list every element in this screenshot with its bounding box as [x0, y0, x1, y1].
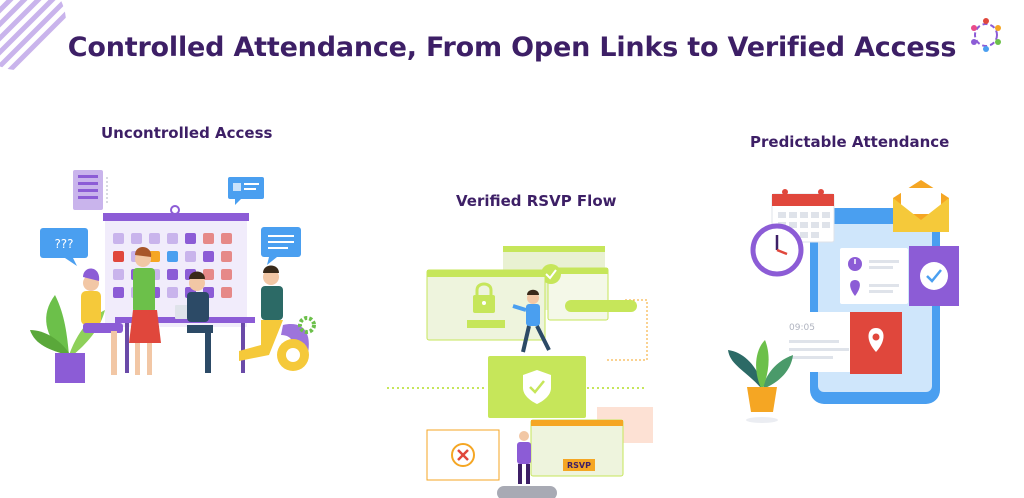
- person-figure: [129, 246, 161, 375]
- lock-icon: [473, 282, 495, 313]
- section-label-uncontrolled: Uncontrolled Access: [101, 124, 273, 142]
- person-figure: [512, 289, 551, 353]
- message-bubble-icon: [261, 227, 301, 265]
- question-bubble-text: ???: [54, 237, 73, 251]
- time-icon: [848, 257, 862, 271]
- verified-rsvp-illustration: RSVP: [387, 246, 653, 498]
- close-circle-icon: [451, 443, 475, 467]
- section-label-predictable: Predictable Attendance: [750, 133, 950, 151]
- check-circle-icon: [541, 264, 561, 284]
- check-badge-icon: [909, 246, 959, 306]
- predictable-attendance-illustration: 09:05: [728, 180, 959, 423]
- map-pin-icon: [850, 312, 902, 374]
- section-label-verified: Verified RSVP Flow: [456, 192, 617, 210]
- uncontrolled-access-illustration: ???: [30, 170, 316, 383]
- location-pin-icon: [850, 280, 860, 296]
- person-figure: [517, 431, 531, 484]
- decorative-stripes: [0, 0, 66, 70]
- checklist-icon: [73, 170, 108, 210]
- shield-check-icon: [523, 370, 551, 404]
- rsvp-tag: RSVP: [567, 461, 591, 470]
- brand-logo-icon: [971, 18, 1001, 52]
- person-figure: [187, 271, 213, 373]
- envelope-icon: [893, 180, 949, 232]
- chat-bubble-icon: [228, 177, 264, 205]
- clock-icon: [750, 223, 804, 277]
- person-figure: [81, 268, 123, 375]
- page-title: Controlled Attendance, From Open Links t…: [67, 32, 957, 63]
- potted-plant-icon: [728, 340, 793, 423]
- question-bubble-icon: [40, 228, 88, 266]
- time-readout: 09:05: [789, 323, 815, 333]
- gear-icon: [277, 316, 316, 371]
